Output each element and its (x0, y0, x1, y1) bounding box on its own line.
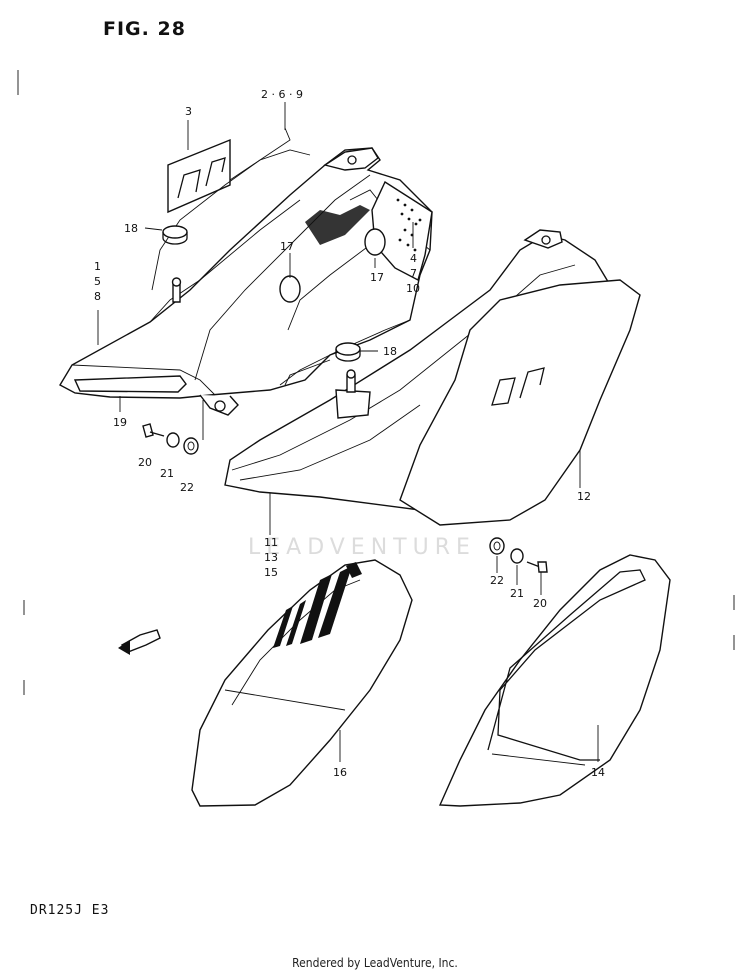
frame-cover-left (224, 229, 641, 526)
callout-17b: 17 (370, 271, 384, 284)
callout-22b: 22 (490, 574, 504, 587)
callout-3: 3 (185, 105, 192, 118)
callout-19: 19 (113, 416, 127, 429)
callout-13: 13 (264, 551, 278, 564)
callout-22a: 22 (180, 481, 194, 494)
callout-18b: 18 (383, 345, 397, 358)
scan-edge-marks (17, 70, 735, 695)
callout-labels: 2 · 6 · 9 3 1 5 8 18 17 17 4 7 10 18 19 … (94, 88, 605, 779)
frame-cover-14 (438, 554, 671, 807)
callout-15: 15 (264, 566, 278, 579)
hardware-right (489, 537, 548, 573)
callout-20b: 20 (533, 597, 547, 610)
leader-lines (97, 102, 599, 762)
callout-21b: 21 (510, 587, 524, 600)
callout-5: 5 (94, 275, 101, 288)
callout-7: 7 (410, 267, 417, 280)
frame-cover-16 (191, 559, 413, 807)
callout-12: 12 (577, 490, 591, 503)
callout-17a: 17 (280, 240, 294, 253)
forward-arrow-icon (118, 629, 161, 655)
callout-10: 10 (406, 282, 420, 295)
callout-4: 4 (410, 252, 417, 265)
callout-1: 1 (94, 260, 101, 273)
footer-credit: Rendered by LeadVenture, Inc. (292, 956, 458, 970)
callout-11: 11 (264, 536, 278, 549)
hardware-left (142, 423, 199, 455)
callout-16: 16 (333, 766, 347, 779)
watermark-text: LEADVENTURE (248, 535, 476, 560)
callout-2-6-9: 2 · 6 · 9 (261, 88, 303, 101)
callout-18a: 18 (124, 222, 138, 235)
callout-8: 8 (94, 290, 101, 303)
callout-20a: 20 (138, 456, 152, 469)
rear-frame-cover (59, 127, 433, 416)
figure-title: FIG. 28 (103, 18, 186, 40)
callout-14: 14 (591, 766, 605, 779)
callout-21a: 21 (160, 467, 174, 480)
model-label: DR125J E3 (30, 903, 110, 918)
